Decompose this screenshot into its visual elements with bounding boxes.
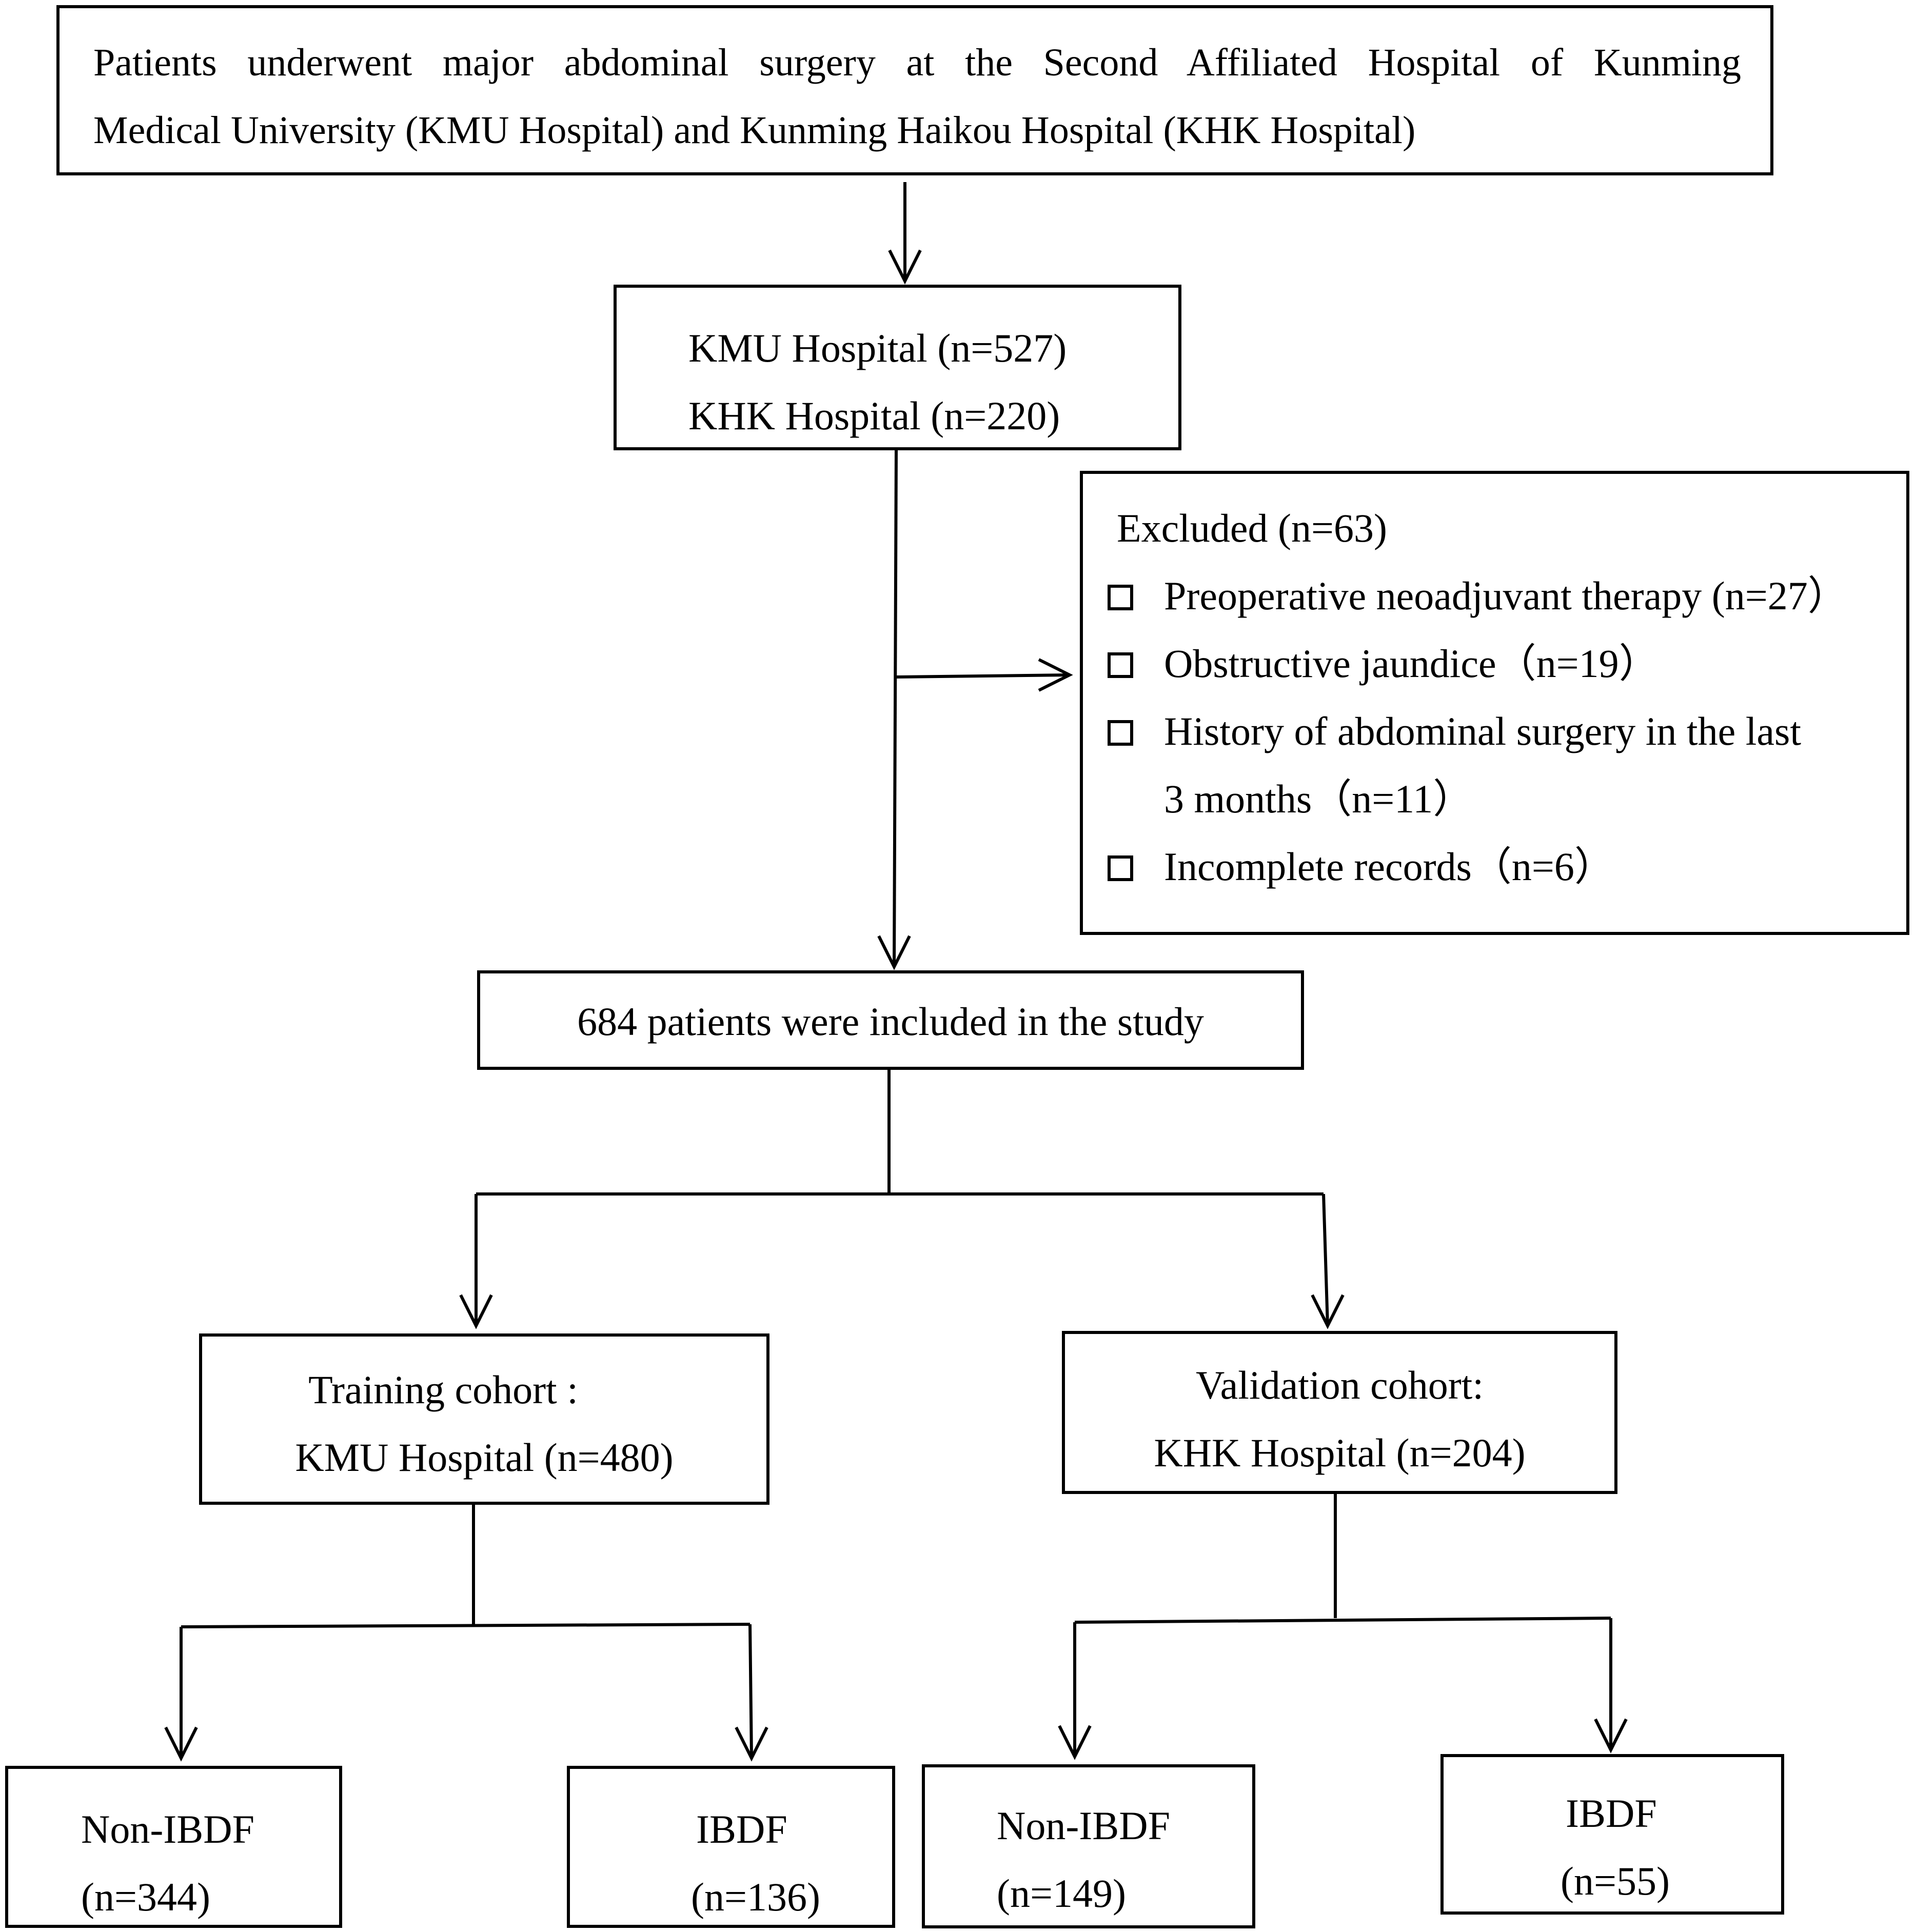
- training-line-2: KMU Hospital (n=480): [295, 1435, 674, 1480]
- training-non-ibdf-count: (n=344): [81, 1875, 210, 1919]
- training-non-ibdf-label: Non-IBDF: [81, 1807, 255, 1851]
- training-ibdf-label: IBDF: [696, 1807, 787, 1851]
- validation-ibdf-label: IBDF: [1566, 1791, 1657, 1836]
- connector-validation-split: [1074, 1617, 1611, 1624]
- arrowhead-excluded: [1038, 658, 1073, 692]
- checkbox-icon: [1108, 855, 1133, 881]
- excluded-box: Excluded (n=63) Preoperative neoadjuvant…: [1080, 471, 1909, 935]
- training-line-1: Training cohort :: [308, 1367, 578, 1412]
- arrowhead-included: [877, 935, 911, 970]
- training-ibdf-box: IBDF (n=136): [567, 1766, 895, 1928]
- arrowhead-validation-non-ibdf: [1058, 1725, 1092, 1760]
- source-line-1: Patients underwent major abdominal surge…: [93, 41, 1741, 84]
- connector-training-split: [181, 1623, 751, 1628]
- training-cohort-box: Training cohort : KMU Hospital (n=480): [199, 1333, 769, 1505]
- hospitals-line-2: KHK Hospital (n=220): [688, 393, 1060, 438]
- included-line: 684 patients were included in the study: [577, 999, 1204, 1044]
- excluded-item-text: Obstructive jaundice（n=19）: [1164, 641, 1659, 686]
- hospitals-line-1: KMU Hospital (n=527): [688, 326, 1067, 370]
- excluded-item-text: Preoperative neoadjuvant therapy (n=27）: [1164, 573, 1848, 618]
- hospitals-box: KMU Hospital (n=527) KHK Hospital (n=220…: [614, 285, 1181, 450]
- checkbox-icon: [1108, 652, 1133, 678]
- validation-ibdf-count: (n=55): [1561, 1859, 1670, 1903]
- connector-to-training-ibdf: [748, 1624, 753, 1759]
- checkbox-icon: [1108, 720, 1133, 746]
- excluded-item-text: 3 months（n=11）: [1164, 776, 1473, 821]
- source-line-2: Medical University (KMU Hospital) and Ku…: [93, 109, 1416, 152]
- validation-cohort-box: Validation cohort: KHK Hospital (n=204): [1062, 1331, 1617, 1494]
- source-box: Patients underwent major abdominal surge…: [56, 5, 1773, 175]
- arrowhead-training-ibdf: [735, 1726, 768, 1762]
- excluded-item-text: History of abdominal surgery in the last: [1164, 709, 1802, 753]
- arrowhead-validation-ibdf: [1594, 1718, 1628, 1754]
- validation-ibdf-box: IBDF (n=55): [1440, 1754, 1784, 1915]
- validation-line-1: Validation cohort:: [1195, 1363, 1484, 1407]
- validation-non-ibdf-label: Non-IBDF: [997, 1803, 1171, 1848]
- excluded-item-incomplete: Incomplete records（n=6）: [1097, 833, 1906, 901]
- connector-to-excluded: [896, 673, 1070, 679]
- excluded-item-text: Incomplete records（n=6）: [1164, 844, 1614, 889]
- excluded-item-neoadjuvant: Preoperative neoadjuvant therapy (n=27）: [1097, 562, 1906, 630]
- connector-to-validation: [1322, 1193, 1329, 1326]
- arrowhead-validation: [1311, 1294, 1345, 1329]
- arrowhead-training-non-ibdf: [164, 1726, 198, 1762]
- excluded-title: Excluded (n=63): [1117, 506, 1387, 550]
- validation-non-ibdf-box: Non-IBDF (n=149): [922, 1764, 1255, 1928]
- included-box: 684 patients were included in the study: [477, 970, 1304, 1070]
- validation-line-2: KHK Hospital (n=204): [1154, 1430, 1526, 1475]
- checkbox-icon: [1108, 585, 1133, 610]
- arrowhead-training: [459, 1294, 493, 1329]
- training-non-ibdf-box: Non-IBDF (n=344): [5, 1766, 342, 1928]
- training-ibdf-count: (n=136): [691, 1875, 820, 1919]
- excluded-item-history: History of abdominal surgery in the last…: [1097, 698, 1906, 833]
- excluded-item-jaundice: Obstructive jaundice（n=19）: [1097, 630, 1906, 698]
- arrowhead-hospitals: [888, 249, 922, 285]
- connector-hospitals-to-included: [893, 449, 898, 967]
- validation-non-ibdf-count: (n=149): [997, 1871, 1126, 1916]
